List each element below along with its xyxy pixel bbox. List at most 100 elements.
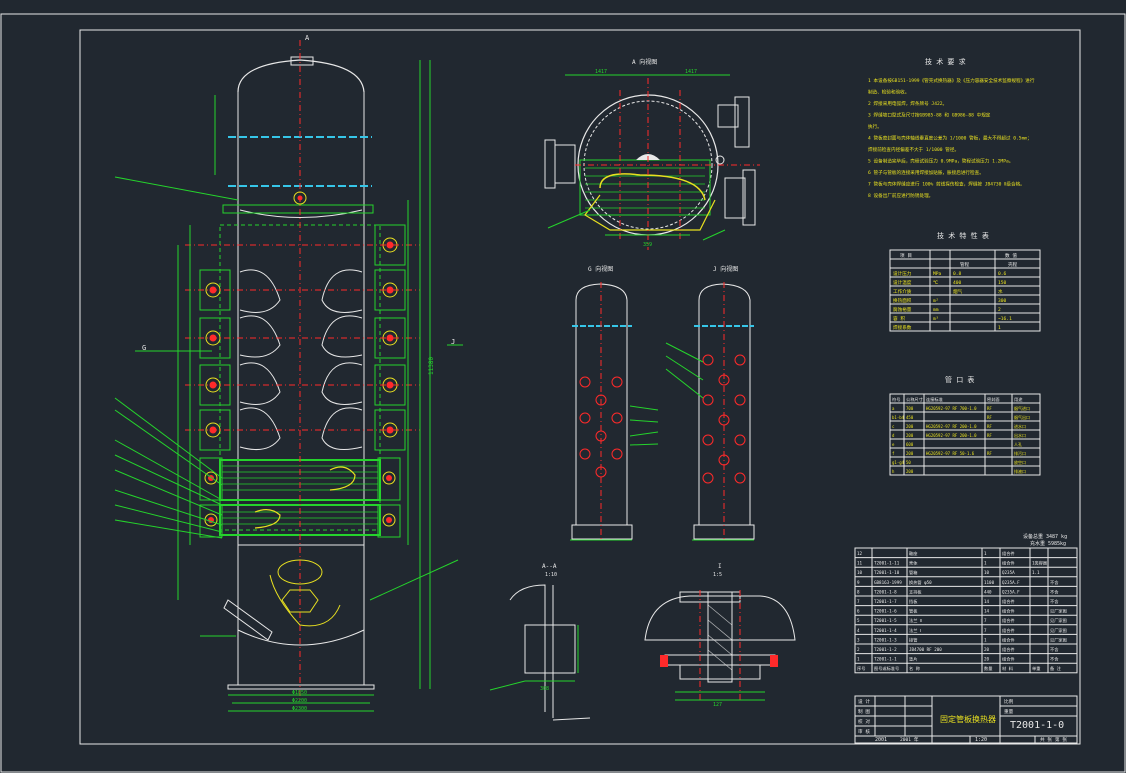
parts-list-cell: 6 [857, 609, 860, 614]
title-block-left-label: 审 核 [858, 728, 870, 735]
main-vessel-view [114, 40, 463, 712]
dim-base-2: Φ2200 [292, 698, 307, 704]
parts-list-cell: T2001-1-6 [874, 609, 897, 614]
parts-list-cell: 管板 [909, 608, 918, 615]
parts-list-cell: 支持板 [909, 588, 922, 595]
tech-table-header: 数 值 [1005, 252, 1017, 259]
parts-list-cell: 1类容器 [1032, 560, 1048, 567]
nozzle-table-cell: f [892, 451, 895, 456]
title-block-right-label: 第 张 [1055, 736, 1067, 743]
title-block-right-label: 共 张 [1040, 736, 1052, 743]
sheet-inner-frame [79, 29, 1081, 745]
parts-list-cell: 5 [857, 618, 860, 623]
parts-list-cell: T2001-1-1 [874, 657, 897, 662]
parts-list-cell: Q235A.F [1002, 580, 1020, 585]
parts-list-cell: 组合件 [1002, 636, 1015, 643]
weight-total: 设备总重 3487 kg [1023, 533, 1067, 540]
tech-table-cell: 工作介质 [893, 288, 912, 295]
dim-section: 308 [540, 686, 549, 692]
parts-list-cell: 不含 [1050, 588, 1059, 595]
parts-list-header: 图号或标准号 [874, 665, 899, 672]
section-aa-scale: 1:10 [545, 572, 557, 578]
tech-table-cell: 腐蚀裕量 [893, 306, 912, 313]
tech-req-line: 1 本设备按GB151-1999《管壳式换热器》及《压力容器安全技术监察规程》进… [868, 77, 1035, 84]
nozzle-table-cell: d [892, 433, 895, 438]
parts-list-cell: 接管 [909, 636, 917, 643]
parts-list-cell: 组合件 [1002, 656, 1015, 663]
nozzle-table-cell: 600 [906, 442, 914, 447]
nozzle-table-header: 密封面 [987, 396, 1000, 403]
parts-list-cell: 不含 [1050, 579, 1059, 586]
parts-list-cell: 见厂家图 [1050, 608, 1067, 615]
tech-req-lines: 1 本设备按GB151-1999《管壳式换热器》及《压力容器安全技术监察规程》进… [868, 77, 1035, 199]
tech-table-cell: 设计温度 [893, 279, 912, 286]
parts-list-cell: T2001-1-5 [874, 618, 897, 623]
tech-table-cell: 1 [998, 325, 1001, 331]
detail-i-scale: 1:5 [713, 572, 722, 578]
tech-table-cell: 0.6 [998, 271, 1007, 277]
nozzle-table-cell: 200 [906, 433, 914, 438]
tech-req-line: 5 设备制造完毕后，壳程试验压力 0.9MPa，管程试验压力 1.2MPa。 [868, 158, 1013, 165]
parts-list-cell: T2001-1-4 [874, 628, 897, 633]
detail-i [644, 590, 796, 701]
nozzle-table-header: 公称尺寸 [906, 396, 923, 403]
parts-list-cell: 1 [984, 551, 987, 556]
parts-list-cell: 不含 [1050, 646, 1059, 653]
parts-list-cell: T2001-1-7 [874, 599, 897, 604]
tech-req-line: 3 焊缝坡口型式及尺寸按GB985-88 和 GB986-88 中规定 [868, 112, 991, 119]
tech-req-line: 2 焊接采用电弧焊，焊条牌号 J422。 [868, 100, 947, 107]
tech-table-cell: 设计压力 [893, 270, 912, 277]
parts-list-cell: 20 [984, 647, 990, 652]
dim-base-3: Φ2300 [292, 706, 307, 712]
drawing-number: T2001-1-0 [1010, 720, 1064, 731]
tech-req-line: 4 管板密封面与壳体轴线垂直度公差为 1/1000 管板，最大不得超过 0.5m… [868, 135, 1032, 142]
tech-table-subheader: 管程 [960, 261, 970, 268]
nozzle-table-header: 符号 [892, 396, 900, 403]
tech-req-line: 7 管板与壳体焊缝应进行 100% 射线探伤检查，焊缝按 JB4730 Ⅱ级合格… [868, 181, 1025, 188]
parts-list-cell: 7 [857, 599, 860, 604]
nozzle-table-cell: 450 [906, 415, 914, 420]
nozzle-table-cell: 50 [906, 460, 911, 465]
nozzle-table-cell: 200 [906, 469, 914, 474]
parts-list-header: 数量 [984, 665, 992, 672]
parts-list-cell: 见厂家图 [1050, 617, 1067, 624]
parts-list-header: 序号 [857, 665, 865, 672]
nozzle-table-cell: RF [987, 415, 992, 420]
main-view-label-g: G [142, 344, 146, 352]
title-scale: 1:20 [975, 737, 987, 743]
dim-top-2: 1417 [685, 69, 697, 75]
nozzle-table-cell: 烟气进口 [1014, 405, 1030, 411]
parts-list-cell: 10 [984, 570, 990, 575]
parts-list-cell: 垫片 [909, 656, 917, 663]
parts-list-cell: 14 [984, 599, 990, 604]
parts-list-cell: T2001-1-11 [874, 561, 900, 566]
parts-list-cell: 7 [984, 628, 987, 633]
nozzle-table-cell: e [892, 442, 895, 447]
title-block-right-label: 重量 [1004, 708, 1014, 715]
parts-list-cell: 1100 [984, 580, 995, 585]
nozzle-table-cell: RF [987, 424, 992, 429]
nozzle-table-cell: HG20592-97 RF 200-1.0 [926, 433, 977, 438]
nozzle-table-cell: b1-b4 [892, 415, 905, 420]
parts-list-cell: 440 [984, 589, 992, 594]
detail-i-title: I [718, 563, 722, 570]
parts-list-cell: 1.1 [1032, 570, 1040, 575]
parts-list-cell: JB4700 RF 200 [909, 647, 942, 652]
tech-table-cell: m² [933, 299, 939, 304]
parts-list-cell: 12 [857, 551, 863, 556]
parts-list-cell: T2001-1-10 [874, 570, 900, 575]
parts-list-cell: 11 [857, 561, 863, 566]
view-j-title: J 向视图 [713, 265, 738, 273]
parts-list-cell: 9 [857, 580, 860, 585]
parts-list-cell: 10 [857, 570, 863, 575]
dim-overall-height: 11380 [428, 357, 435, 375]
parts-list-cell: 组合件 [1002, 550, 1015, 557]
nozzle-table-cell: 200 [906, 451, 914, 456]
nozzle-table-cell: RF [987, 451, 992, 456]
tech-table-cell: mm [933, 308, 939, 313]
tech-table-cell: 0.8 [953, 271, 962, 277]
tech-table-cell: 150 [998, 280, 1007, 286]
parts-list-cell: 3 [857, 637, 860, 642]
